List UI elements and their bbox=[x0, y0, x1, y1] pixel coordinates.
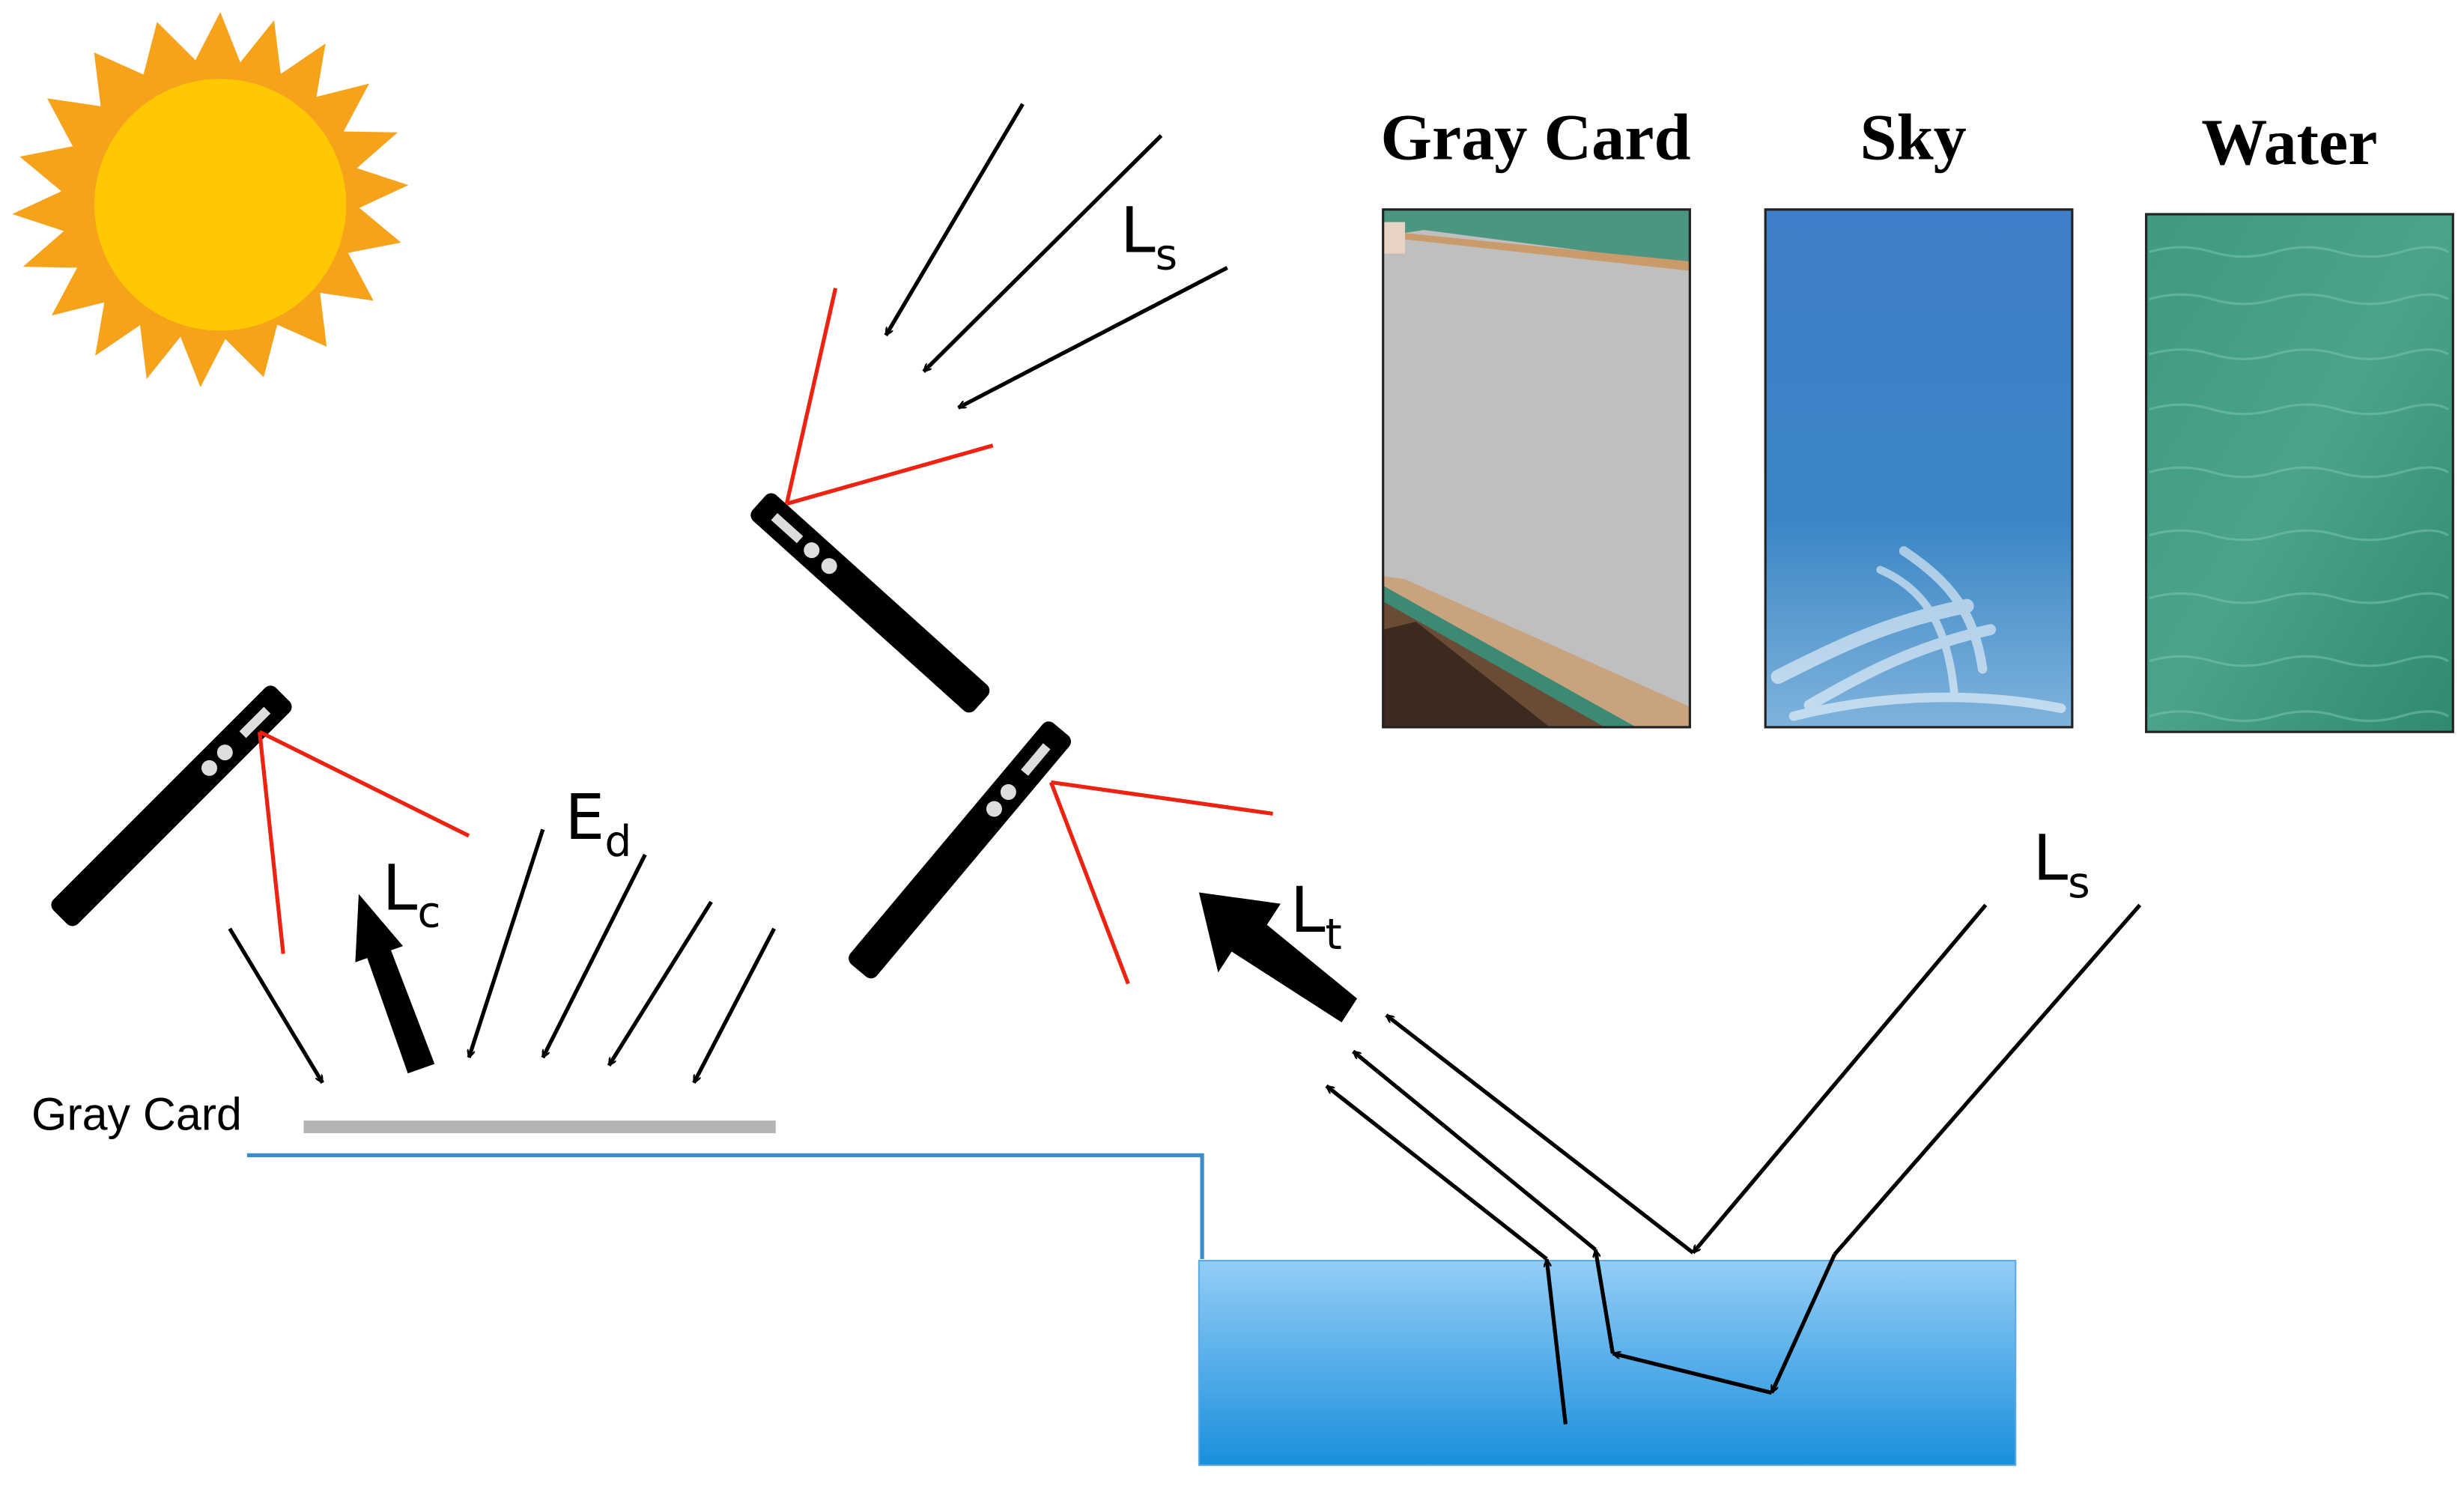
gray-card-photo bbox=[1382, 208, 1691, 729]
downwelling-irradiance-label: Ed bbox=[565, 780, 631, 867]
sky-photo bbox=[1764, 208, 2074, 729]
water-radiometer bbox=[849, 721, 1273, 985]
water-photo bbox=[2145, 213, 2454, 733]
water-leaving-radiance-arrow bbox=[1198, 892, 1358, 1023]
sky-photo-title: Sky bbox=[1860, 100, 1967, 174]
water-body bbox=[1198, 1260, 2017, 1467]
sky-radiance-label-top: Ls bbox=[1120, 193, 1177, 279]
gray-card-photo-title: Gray Card bbox=[1380, 100, 1690, 174]
irradiance-arrows bbox=[228, 828, 776, 1082]
water-leaving-paths bbox=[1326, 1049, 1837, 1425]
card-radiometer bbox=[51, 685, 470, 954]
sky-reflection-arrows bbox=[1386, 903, 2142, 1256]
sky-radiometer bbox=[750, 288, 994, 713]
card-radiance-arrow bbox=[355, 894, 435, 1074]
water-leaving-radiance-label: Lt bbox=[1290, 873, 1342, 959]
gray-card-surface bbox=[303, 1120, 776, 1133]
ground-line bbox=[246, 1153, 1204, 1259]
sky-radiance-label-right: Ls bbox=[2033, 822, 2090, 908]
gray-card-label: Gray Card bbox=[31, 1089, 242, 1140]
water-photo-title: Water bbox=[2201, 106, 2377, 179]
sun-icon bbox=[12, 12, 409, 387]
sky-radiance-arrows bbox=[884, 103, 1228, 410]
card-radiance-label: Lc bbox=[383, 852, 441, 938]
